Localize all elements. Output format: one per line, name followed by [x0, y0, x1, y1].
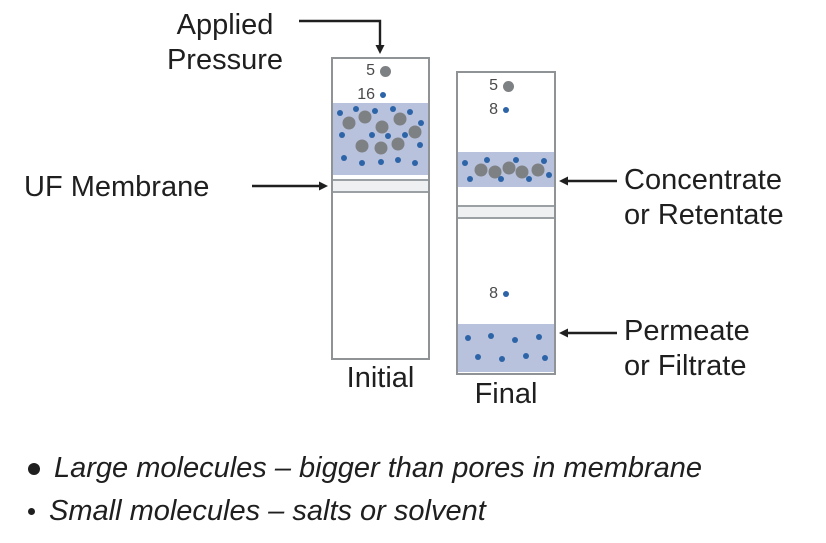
small-molecule-dot	[464, 335, 471, 342]
note-large-text: Large molecules – bigger than pores in m…	[54, 452, 703, 484]
small-molecule-dot	[341, 154, 348, 161]
small-molecule-dot	[336, 110, 343, 117]
large-bullet-icon	[28, 462, 40, 475]
large-molecule-icon	[380, 65, 391, 77]
final-uf-membrane	[458, 205, 554, 219]
initial-solution-region	[333, 103, 428, 175]
small-molecule-dot	[338, 132, 345, 139]
small-molecule-dot	[535, 334, 542, 341]
large-molecule-dot	[358, 110, 372, 124]
small-molecule-dot	[394, 156, 401, 163]
initial-uf-membrane	[333, 179, 428, 193]
small-molecule-dot	[402, 131, 409, 138]
small-molecule-dot	[467, 175, 474, 182]
small-molecule-count: 8	[489, 285, 498, 302]
final-concentrate-region	[458, 152, 554, 187]
large-molecule-dot	[408, 125, 422, 139]
uf-membrane-label: UF Membrane	[24, 171, 210, 203]
large-molecule-dot	[488, 165, 502, 179]
initial-legend: 5 16	[349, 62, 394, 104]
note-small-text: Small molecules – salts or solvent	[49, 495, 486, 527]
small-molecule-dot	[512, 156, 519, 163]
small-bullet-icon	[28, 508, 35, 515]
small-molecule-dot	[358, 160, 365, 167]
large-molecule-count: 5	[489, 77, 498, 94]
small-molecule-count: 8	[489, 101, 498, 118]
large-molecule-dot	[393, 112, 406, 126]
small-molecule-dot	[371, 107, 378, 114]
large-molecule-icon	[503, 80, 514, 92]
small-molecule-dot	[542, 354, 549, 361]
final-top-legend: 5 8	[472, 77, 517, 119]
small-molecule-dot	[368, 131, 375, 138]
large-molecule-dot	[391, 137, 405, 151]
small-molecule-dot	[511, 336, 518, 343]
small-molecule-dot	[499, 355, 506, 362]
small-molecule-dot	[483, 157, 490, 164]
small-molecule-dot	[385, 133, 392, 140]
small-molecule-icon	[503, 107, 509, 113]
large-molecule-dot	[502, 161, 516, 175]
large-molecule-dot	[355, 139, 368, 153]
small-molecule-dot	[498, 176, 505, 183]
large-molecule-dot	[342, 116, 356, 130]
applied-pressure-arrow	[299, 19, 385, 54]
final-permeate-region	[458, 324, 554, 372]
initial-column: 5 16	[331, 57, 430, 360]
final-column: 5 8 8	[456, 71, 556, 375]
large-molecule-dot	[374, 141, 387, 155]
small-molecule-dot	[541, 158, 548, 165]
small-molecule-dot	[461, 159, 468, 166]
small-molecule-dot	[487, 333, 494, 340]
small-molecule-dot	[406, 109, 413, 116]
small-molecule-count: 16	[357, 86, 375, 103]
small-molecule-dot	[417, 141, 424, 148]
small-molecule-dot	[389, 106, 396, 113]
permeate-filtrate-label: Permeate or Filtrate	[624, 315, 750, 382]
large-molecule-count: 5	[366, 62, 375, 79]
large-molecule-dot	[515, 165, 529, 179]
small-molecule-dot	[526, 175, 533, 182]
small-molecule-dot	[475, 353, 482, 360]
concentrate-retentate-label: Concentrate or Retentate	[624, 164, 784, 231]
small-molecule-dot	[523, 352, 530, 359]
initial-caption: Initial	[346, 362, 415, 394]
note-small-molecules: Small molecules – salts or solvent	[28, 495, 486, 528]
small-molecule-icon	[380, 92, 386, 98]
small-molecule-dot	[411, 160, 418, 167]
final-middle-legend: 8	[472, 285, 517, 303]
small-molecule-dot	[352, 106, 359, 113]
large-molecule-dot	[531, 163, 545, 176]
small-molecule-icon	[503, 291, 509, 297]
note-large-molecules: Large molecules – bigger than pores in m…	[28, 452, 702, 485]
small-molecule-dot	[377, 159, 384, 166]
final-caption: Final	[474, 378, 538, 410]
large-molecule-dot	[474, 163, 488, 177]
small-molecule-dot	[546, 172, 553, 179]
small-molecule-dot	[418, 120, 425, 127]
applied-pressure-label: Applied Pressure	[166, 9, 284, 76]
large-molecule-dot	[375, 120, 389, 134]
